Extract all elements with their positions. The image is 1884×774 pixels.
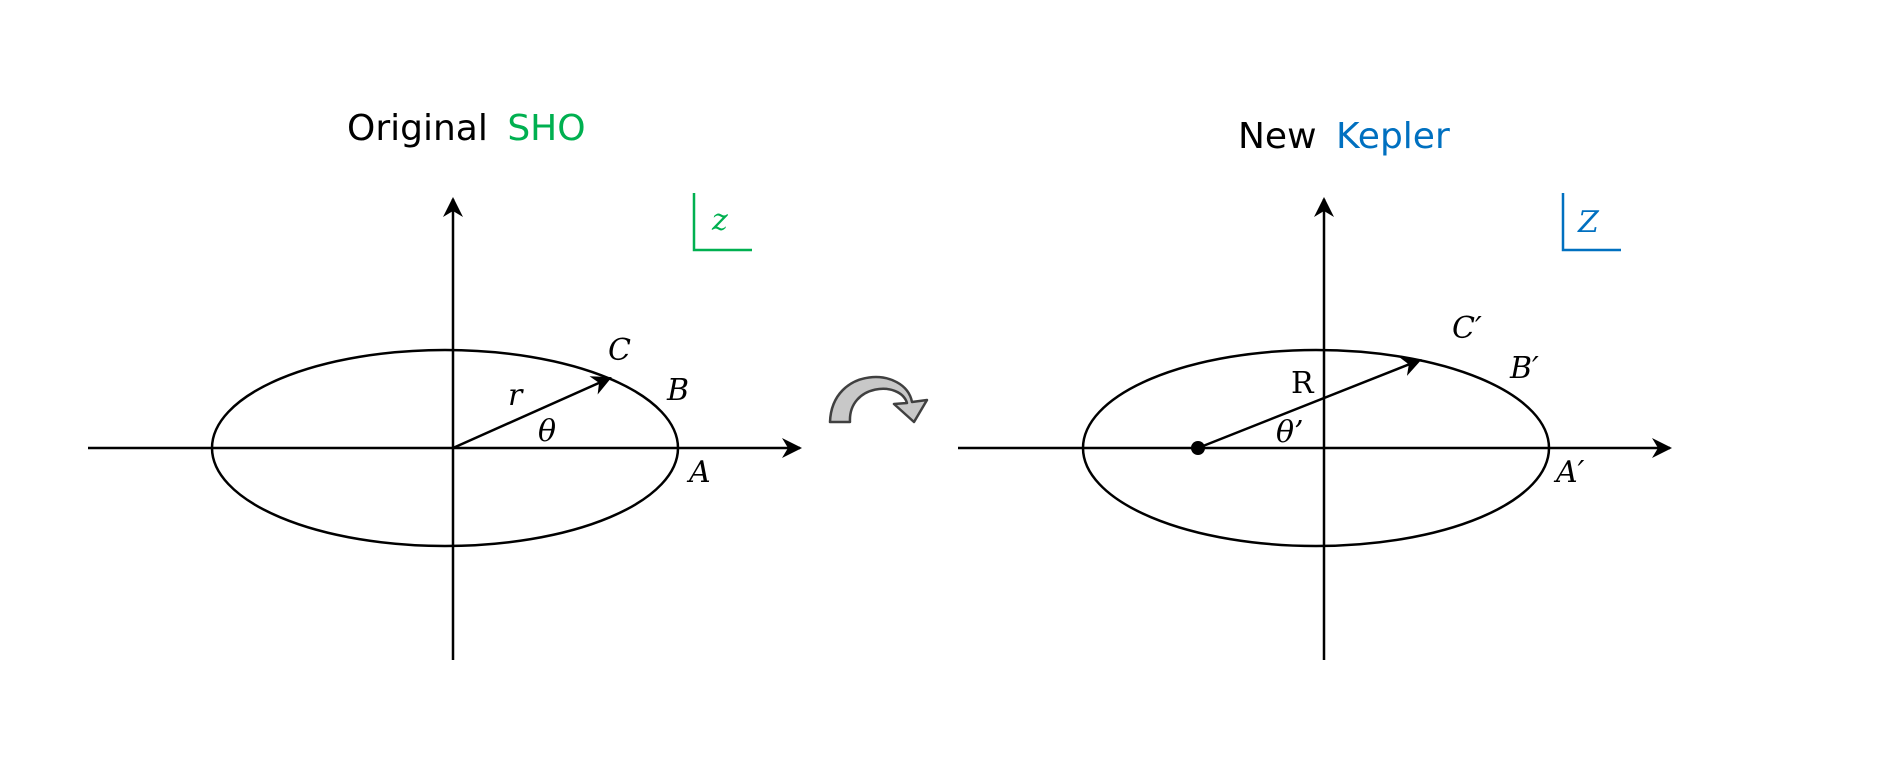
left-radius-vector (452, 376, 612, 450)
right-plane-indicator: Z (1561, 193, 1621, 252)
left-title-prefix: Original (347, 108, 488, 149)
right-point-a: A′ (1553, 455, 1585, 490)
left-point-c: C (608, 333, 631, 368)
curved-arrow-icon (828, 375, 929, 424)
left-plane-indicator: z (692, 193, 752, 252)
left-title-highlight: SHO (507, 108, 585, 149)
left-angle-label: θ (538, 414, 556, 449)
right-title: New Kepler (1238, 116, 1450, 157)
left-plane-label: z (711, 203, 728, 238)
right-title-highlight: Kepler (1336, 116, 1450, 157)
left-title: Original SHO (347, 108, 586, 149)
left-point-b: B (666, 373, 689, 408)
right-radius-vector (1197, 357, 1422, 450)
right-angle-label: θ’ (1276, 415, 1304, 450)
left-panel: Original SHO z r θ C B A (88, 108, 802, 660)
left-orbit-ellipse (210, 348, 680, 548)
right-radius-label: R (1291, 366, 1315, 401)
right-plane-label: Z (1577, 205, 1600, 240)
left-radius-label: r (508, 378, 524, 413)
right-orbit-ellipse (1081, 348, 1551, 548)
right-point-c: C′ (1452, 311, 1482, 346)
right-panel: New Kepler Z R θ’ C′ B′ A′ (958, 116, 1672, 660)
right-title-prefix: New (1238, 116, 1317, 157)
right-point-b: B′ (1509, 351, 1539, 386)
left-point-a: A (686, 455, 711, 490)
